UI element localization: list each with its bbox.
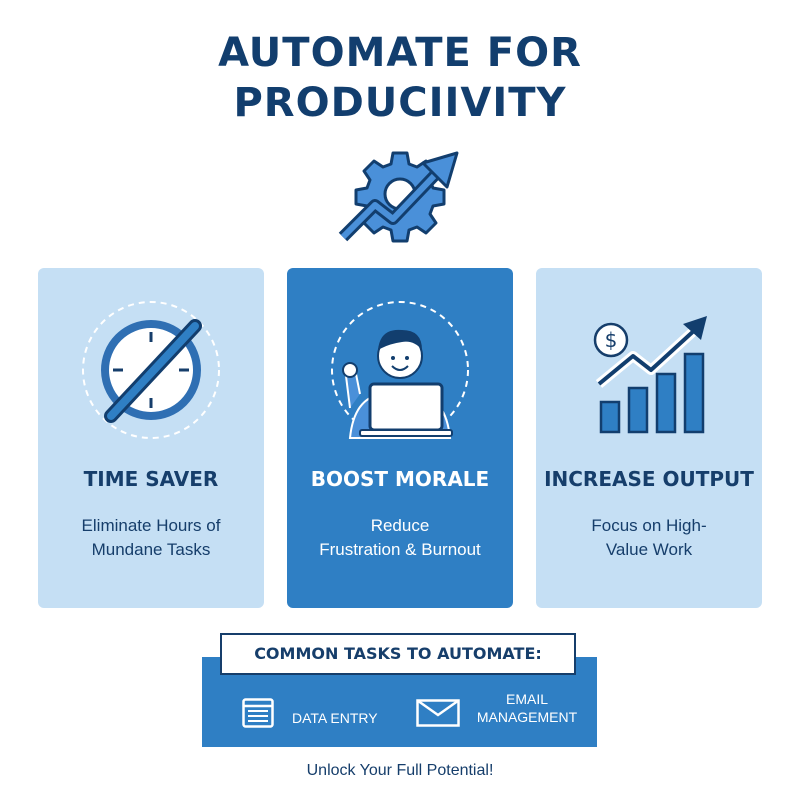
card-description: Focus on High- Value Work [591,516,707,559]
crossed-clock-icon [82,301,220,439]
card-boost-morale: BOOST MORALE Reduce Frustration & Burnou… [287,268,513,608]
task-data-entry: DATA ENTRY [242,696,382,732]
spreadsheet-icon [242,698,274,728]
page-title: AUTOMATE FOR PRODUCIIVITY [0,28,800,128]
envelope-icon [416,699,460,727]
gear-arrow-icon [338,151,459,243]
card-title: BOOST MORALE [310,467,490,491]
svg-text:$: $ [605,328,618,352]
footer-tagline: Unlock Your Full Potential! [306,762,494,779]
title-line-2: PRODUCIIVITY [233,80,567,126]
growth-chart-icon: $ [593,316,707,434]
card-description: Eliminate Hours of Mundane Tasks [81,516,221,559]
task-email-management: EMAIL MANAGEMENT [416,690,586,732]
title-line-1: AUTOMATE FOR [218,30,582,76]
card-title: INCREASE OUTPUT [544,467,754,491]
task-label: EMAIL MANAGEMENT [476,691,578,725]
card-increase-output: $ INCREASE OUTPUT Focus on High- Value W… [536,268,762,608]
tasks-heading: COMMON TASKS TO AUTOMATE: [220,633,576,675]
task-label: DATA ENTRY [292,710,378,726]
card-description: Reduce Frustration & Burnout [319,516,481,559]
person-laptop-icon [331,301,469,439]
card-time-saver: TIME SAVER Eliminate Hours of Mundane Ta… [38,268,264,608]
card-title: TIME SAVER [83,467,219,491]
